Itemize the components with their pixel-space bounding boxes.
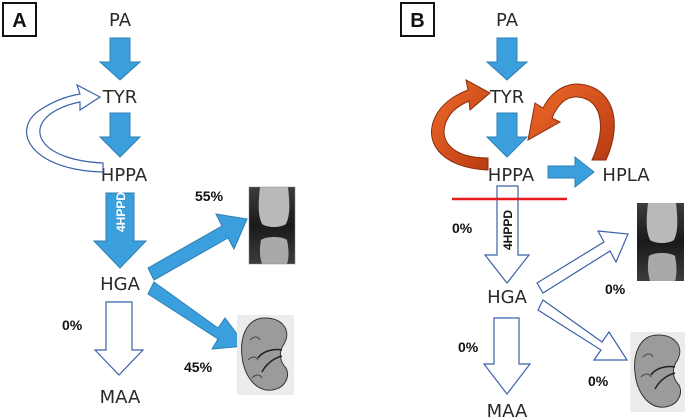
pct-block-b: 0% [452,220,473,236]
panel-b-label: B [410,10,424,32]
node-tyr-a: TYR [102,87,138,108]
orange-loop-arrow-right-b [527,83,615,161]
node-tyr-b: TYR [489,87,525,108]
arrow-pa-tyr-a [98,37,142,81]
pct-joint-b: 0% [605,281,626,297]
enzyme-label-b: 4HPPD [501,210,515,250]
arrow-pa-tyr-b [485,37,529,81]
knee-xray-image-a [248,186,296,265]
arrow-hga-joint-a [147,213,248,281]
arrow-hppa-hga-a [92,192,148,269]
arrow-hga-maa-a [93,301,145,376]
node-pa-b: PA [496,10,519,31]
node-hga-a: HGA [100,274,140,295]
kidney-image-b [630,332,685,412]
pct-joint-a: 55% [195,188,224,204]
knee-xray-image-b [637,203,684,281]
kidney-image-a [237,315,294,395]
arrow-tyr-hppa-b [485,112,529,158]
arrow-hga-joint-b [536,230,629,294]
arrow-hppa-hga-b [483,185,531,284]
pct-maa-a: 0% [62,317,83,333]
panel-a-label-box [2,2,37,37]
enzyme-label-a: 4HPPD [114,192,128,232]
node-hppa-a: HPPA [101,165,148,186]
arrow-hga-kidney-a [147,281,247,350]
node-hga-b: HGA [487,287,527,308]
orange-loop-arrow-left-b [431,79,491,171]
panel-b-label-box [400,2,435,37]
node-maa-b: MAA [487,401,528,419]
pct-kidney-a: 45% [184,359,213,375]
loop-arrow-a [25,83,104,173]
node-maa-a: MAA [100,387,141,408]
pct-kidney-b: 0% [588,373,609,389]
arrow-hga-kidney-b [537,299,629,361]
panel-a-label: A [12,10,26,32]
arrow-hppa-hpla-b [547,155,595,189]
node-pa-a: PA [109,10,132,31]
node-hpla-b: HPLA [602,165,650,186]
arrow-hga-maa-b [482,317,532,395]
pct-maa-b: 0% [458,339,479,355]
panel-a: A PA TYR HPPA HGA MAA 4HPPD 55% 45% 0% [2,2,296,408]
arrow-tyr-hppa-a [98,112,142,158]
panel-b: B PA TYR HPPA HPLA HGA MAA 4HPPD 0% 0% 0… [400,2,685,419]
node-hppa-b: HPPA [488,165,535,186]
